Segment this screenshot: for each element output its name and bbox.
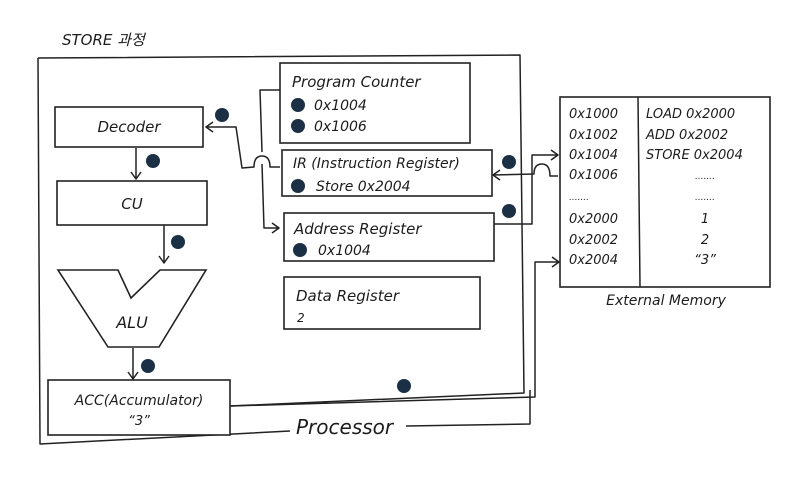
step-marker-dot <box>141 359 155 373</box>
diagram-title: STORE 과정 <box>62 31 147 49</box>
processor-frame-bottom <box>405 390 531 427</box>
ir-to-decoder-wire <box>205 121 280 169</box>
acc-to-memory-wire <box>230 256 560 407</box>
program-counter-block: Program Counter 0x1004 0x1006 <box>279 62 471 144</box>
pc-value-1: 0x1004 <box>314 98 367 114</box>
step-marker-dot <box>502 204 516 218</box>
alu-to-acc-arrow <box>127 348 139 380</box>
memory-rows: 0x1000 LOAD 0x2000 0x1002 ADD 0x2002 0x1004 S… <box>569 107 743 268</box>
decoder-block: Decoder <box>54 106 204 148</box>
ir-value: Store 0x2004 <box>316 179 411 195</box>
address-register-block: Address Register 0x1004 <box>283 212 495 262</box>
memory-address-cell: 0x2004 <box>569 253 618 268</box>
step-marker-dot <box>146 154 160 168</box>
pc-to-address-register-wire <box>259 89 280 234</box>
memory-content-cell: LOAD 0x2000 <box>646 107 735 122</box>
memory-label: External Memory <box>606 293 726 309</box>
processor-label: Processor <box>296 415 395 439</box>
data-register-label: Data Register <box>296 287 400 305</box>
decoder-label: Decoder <box>97 118 161 136</box>
step-marker-dot <box>171 235 185 249</box>
cu-label: CU <box>121 195 142 213</box>
memory-content-cell: 1 <box>701 212 709 227</box>
memory-content-cell: ADD 0x2002 <box>645 128 728 143</box>
step-marker-dot <box>293 243 307 257</box>
pc-label: Program Counter <box>292 73 421 91</box>
step-marker-dot <box>397 379 411 393</box>
memory-content-cell: STORE 0x2004 <box>646 148 743 163</box>
address-register-label: Address Register <box>293 220 422 238</box>
pc-value-2: 0x1006 <box>314 119 367 135</box>
ir-label: IR (Instruction Register) <box>293 156 460 172</box>
memory-address-cell: ....... <box>569 193 589 203</box>
memory-address-cell: 0x1002 <box>569 128 618 143</box>
acc-label: ACC(Accumulator) <box>74 393 204 409</box>
step-marker-dot <box>291 119 305 133</box>
address-register-to-memory-wire <box>494 149 559 225</box>
alu-label: ALU <box>115 313 148 332</box>
acc-block: ACC(Accumulator) “3” <box>47 379 231 436</box>
step-marker-dot <box>291 179 305 193</box>
memory-address-cell: 0x2002 <box>569 233 618 248</box>
memory-to-ir-wire <box>492 163 558 181</box>
memory-address-cell: 0x1000 <box>569 107 618 122</box>
memory-address-cell: 0x1004 <box>569 148 618 163</box>
ir-block: IR (Instruction Register) Store 0x2004 <box>281 149 493 197</box>
memory-content-cell: “3” <box>694 253 716 268</box>
memory-content-cell: ....... <box>695 193 715 203</box>
data-register-block: Data Register 2 <box>283 276 481 330</box>
external-memory-block: 0x1000 LOAD 0x2000 0x1002 ADD 0x2002 0x1004 S… <box>559 96 771 288</box>
address-register-value: 0x1004 <box>318 243 371 259</box>
memory-address-cell: 0x2000 <box>569 212 618 227</box>
memory-content-cell: ....... <box>695 172 715 182</box>
cu-block: CU <box>56 180 208 226</box>
decoder-to-cu-arrow <box>130 148 142 180</box>
alu-block: ALU <box>56 269 208 348</box>
step-marker-dot <box>215 108 229 122</box>
acc-value: “3” <box>128 414 150 429</box>
step-marker-dot <box>291 98 305 112</box>
cu-to-alu-arrow <box>158 225 170 264</box>
memory-column-divider <box>637 96 641 288</box>
data-register-value: 2 <box>297 311 305 325</box>
step-marker-dot <box>502 155 516 169</box>
memory-content-cell: 2 <box>701 233 709 248</box>
memory-address-cell: 0x1006 <box>569 168 618 183</box>
